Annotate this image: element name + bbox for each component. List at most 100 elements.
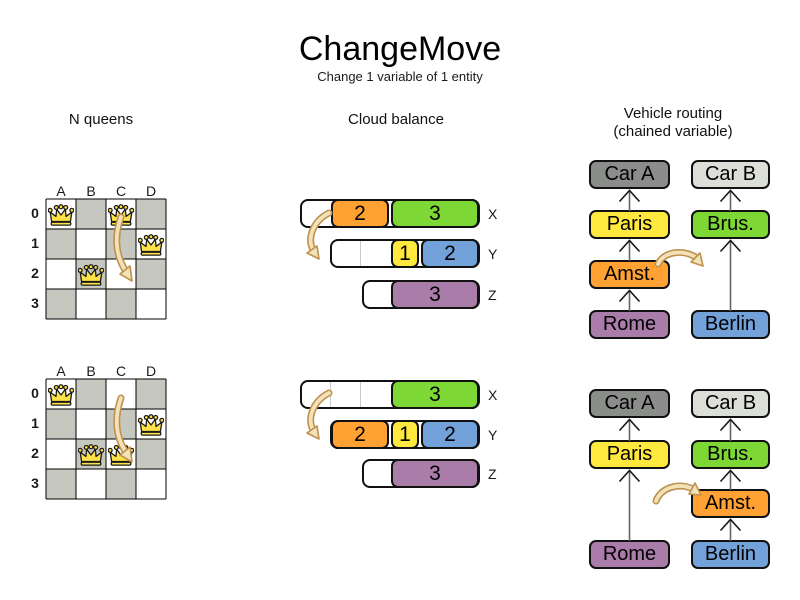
- board-row-label: 1: [31, 235, 39, 251]
- vehicle-box-amst: Amst.: [589, 260, 670, 289]
- board-cell: [136, 259, 166, 289]
- board-cell: [106, 469, 136, 499]
- vehicle-box-rome: Rome: [589, 310, 670, 339]
- vehicle-section-header-line1: Vehicle routing: [623, 105, 723, 122]
- board-cell: [106, 229, 136, 259]
- chain-arrowhead-icon: [618, 418, 641, 432]
- board-cell: [46, 409, 76, 439]
- board-cell: [136, 289, 166, 319]
- board-col-label: D: [145, 363, 157, 379]
- board-cell: [136, 439, 166, 469]
- queen-icon: [137, 414, 165, 436]
- nqueens-section-header: N queens: [68, 111, 134, 128]
- vehicle-box-rome: Rome: [589, 540, 670, 569]
- cloud-process-block: 2: [331, 420, 389, 449]
- board-row-label: 2: [31, 265, 39, 281]
- chain-arrowhead-icon: [719, 189, 742, 203]
- vehicle-move-arrow-after: [652, 482, 697, 505]
- queen-icon: [137, 234, 165, 256]
- board-cell: [46, 439, 76, 469]
- cloud-process-block: 3: [391, 280, 479, 309]
- board-row-label: 2: [31, 445, 39, 461]
- board-cell: [136, 379, 166, 409]
- board-row-label: 0: [31, 205, 39, 221]
- board-cell: [76, 199, 106, 229]
- chain-arrowhead-icon: [618, 239, 641, 253]
- cloud-computer-label: X: [488, 206, 498, 222]
- cloud-process-block: 1: [391, 239, 419, 268]
- cloud-move-arrow-before-head: [306, 245, 320, 260]
- cloud-section-header: Cloud balance: [348, 111, 444, 128]
- board-cell: [106, 409, 136, 439]
- page-subtitle: Change 1 variable of 1 entity: [317, 69, 483, 84]
- cloud-capacity-divider: [360, 241, 361, 266]
- vehicle-box-carA: Car A: [589, 160, 670, 189]
- chain-arrowhead-icon: [719, 418, 742, 432]
- cloud-process-block: 2: [421, 420, 479, 449]
- board-cell: [106, 289, 136, 319]
- board-col-label: B: [86, 363, 96, 379]
- cloud-process-block: 3: [391, 380, 479, 409]
- board-cell: [76, 469, 106, 499]
- board-cell: [106, 379, 136, 409]
- vehicle-box-brus: Brus.: [691, 440, 770, 469]
- board-cell: [76, 229, 106, 259]
- board-cell: [106, 259, 136, 289]
- cloud-computer-label: X: [488, 387, 498, 403]
- board-row-label: 3: [31, 295, 39, 311]
- cloud-move-arrow-after-head: [306, 425, 320, 440]
- vehicle-section-header-line2: (chained variable): [613, 123, 733, 140]
- cloud-computer-label: Z: [488, 287, 497, 303]
- queen-icon: [47, 384, 75, 406]
- chain-arrowhead-icon: [719, 469, 742, 483]
- queen-icon: [107, 444, 135, 466]
- board-col-label: B: [86, 183, 96, 199]
- cloud-computer-label: Y: [488, 427, 498, 443]
- board-cell: [136, 469, 166, 499]
- board-cell: [76, 379, 106, 409]
- board-col-label: A: [56, 363, 66, 379]
- board-col-label: C: [115, 183, 127, 199]
- board-col-label: A: [56, 183, 66, 199]
- board-row-label: 1: [31, 415, 39, 431]
- cloud-computer-label: Z: [488, 466, 497, 482]
- vehicle-box-berlin: Berlin: [691, 310, 770, 339]
- chain-arrowhead-icon: [618, 469, 641, 483]
- vehicle-box-paris: Paris: [589, 210, 670, 239]
- vehicle-box-brus: Brus.: [691, 210, 770, 239]
- chain-arrowhead-icon: [719, 239, 742, 253]
- board-cell: [136, 199, 166, 229]
- queen-icon: [77, 264, 105, 286]
- vehicle-box-carB: Car B: [691, 389, 770, 418]
- board-cell: [46, 259, 76, 289]
- vehicle-box-carB: Car B: [691, 160, 770, 189]
- board-cell: [76, 409, 106, 439]
- vehicle-box-amst: Amst.: [691, 489, 770, 518]
- chain-arrowhead-icon: [618, 189, 641, 203]
- page-title: ChangeMove: [298, 30, 502, 68]
- chain-arrowhead-icon: [719, 518, 742, 532]
- cloud-process-block: 2: [421, 239, 479, 268]
- cloud-capacity-divider: [330, 382, 331, 407]
- board-cell: [46, 289, 76, 319]
- board-row-label: 0: [31, 385, 39, 401]
- cloud-process-block: 2: [331, 199, 389, 228]
- vehicle-section-header: Vehicle routing (chained variable): [613, 105, 732, 141]
- cloud-computer-label: Y: [488, 246, 498, 262]
- queen-icon: [47, 204, 75, 226]
- board-cell: [76, 289, 106, 319]
- board-col-label: C: [115, 363, 127, 379]
- cloud-capacity-divider: [360, 382, 361, 407]
- chain-arrowhead-icon: [618, 289, 641, 303]
- vehicle-move-arrow-before-head: [690, 252, 704, 267]
- board-cell: [46, 229, 76, 259]
- board-row-label: 3: [31, 475, 39, 491]
- board-cell: [46, 469, 76, 499]
- board-col-label: D: [145, 183, 157, 199]
- vehicle-box-berlin: Berlin: [691, 540, 770, 569]
- vehicle-box-paris: Paris: [589, 440, 670, 469]
- vehicle-move-arrow-after: [654, 484, 695, 503]
- vehicle-box-carA: Car A: [589, 389, 670, 418]
- queen-icon: [107, 204, 135, 226]
